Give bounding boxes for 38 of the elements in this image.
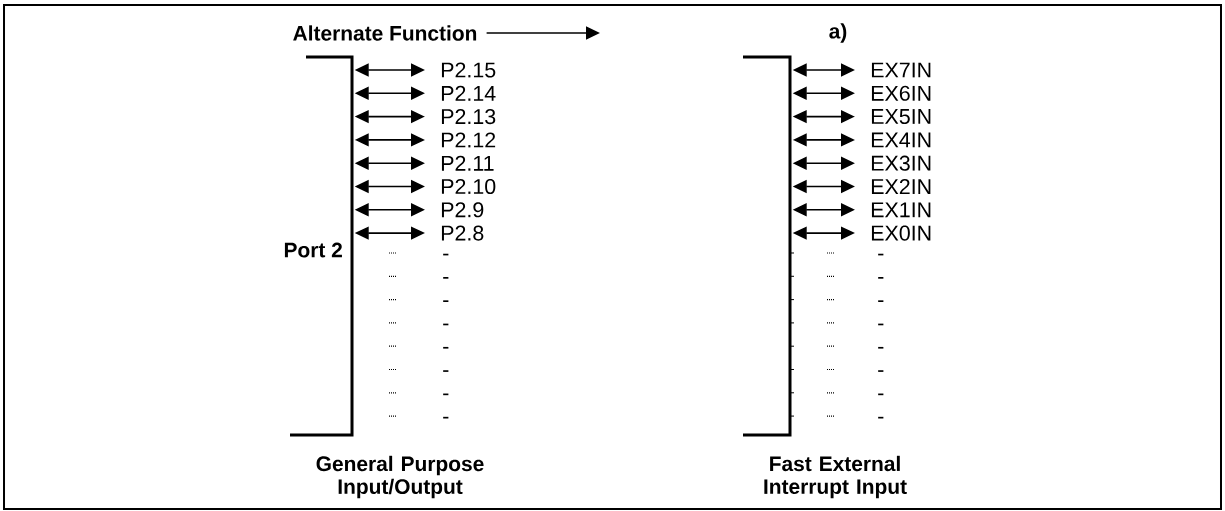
pin-label: EX4IN	[871, 132, 931, 148]
dash-label: -	[878, 253, 884, 256]
dash-label: -	[878, 416, 884, 419]
dash-label: -	[443, 323, 449, 326]
pin-label: P2.11	[441, 155, 494, 171]
dash-label: -	[443, 346, 449, 349]
panel-label: a)	[829, 23, 847, 43]
pin-label: EX5IN	[871, 109, 931, 125]
port-label: Port 2	[284, 242, 342, 258]
pin-label: EX0IN	[871, 225, 931, 241]
pin-label: P2.15	[441, 62, 496, 78]
dash-label: -	[443, 300, 449, 302]
caption: General Purpose Input/Output	[316, 455, 484, 499]
pin-label: EX7IN	[871, 62, 931, 78]
dash-label: -	[878, 370, 884, 372]
dash-label: -	[443, 253, 449, 256]
dash-label: -	[443, 393, 449, 396]
heading-label: Alternate Function	[293, 25, 477, 41]
caption: Fast External Interrupt Input	[764, 455, 907, 499]
dash-label: -	[443, 370, 449, 372]
pin-label: EX6IN	[871, 85, 931, 101]
pin-label: EX2IN	[871, 179, 931, 194]
pin-label: P2.8	[441, 225, 484, 241]
pin-label: EX1IN	[871, 202, 931, 218]
pin-label: EX3IN	[871, 155, 931, 171]
pin-label: P2.12	[441, 132, 496, 148]
dash-label: -	[878, 323, 884, 326]
bracket	[743, 55, 792, 437]
dash-label: -	[443, 416, 449, 419]
pin-label: P2.10	[441, 178, 496, 195]
dash-label: -	[878, 346, 884, 349]
dash-label: -	[443, 277, 449, 279]
pin-label: P2.9	[441, 202, 484, 218]
dash-label: -	[878, 277, 884, 279]
dash-label: -	[878, 393, 884, 396]
pin-label: P2.14	[441, 85, 496, 101]
pin-label: P2.13	[441, 109, 496, 125]
dash-label: -	[878, 300, 884, 302]
